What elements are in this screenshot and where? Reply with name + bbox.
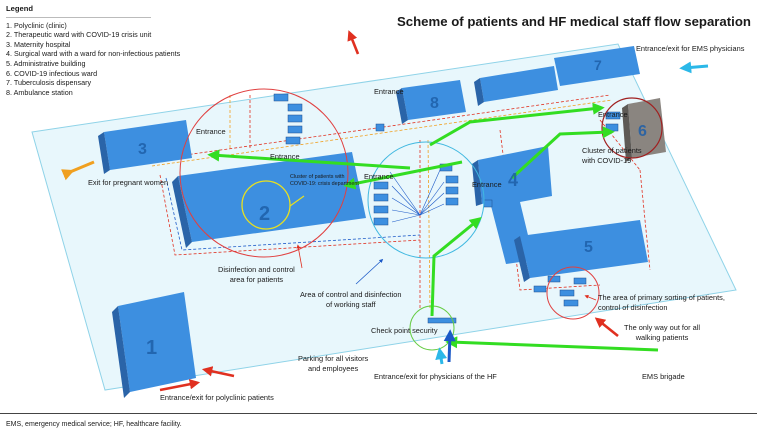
diagram-title: Scheme of patients and HF medical staff … — [397, 14, 751, 29]
footnote: EMS, emergency medical service; HF, heal… — [6, 421, 182, 428]
covid-cluster-circle — [601, 97, 663, 159]
building-number-1: 1 — [146, 337, 157, 359]
legend-item: 3. Maternity hospital — [6, 39, 71, 49]
label-entrance-6: Entrance — [598, 110, 628, 119]
label-staff-area-line1: Area of control and disinfection — [300, 290, 402, 299]
label-cluster-crisis: Cluster of patients with COVID-19: crisi… — [290, 174, 359, 188]
label-entrance-polyclinic: Entrance/exit for polyclinic patients — [160, 393, 274, 402]
building-4 — [472, 146, 552, 264]
legend-item: 4. Surgical ward with a ward for non-inf… — [6, 49, 181, 59]
label-disinfection-line2: area for patients — [229, 274, 284, 284]
green-flows — [207, 102, 659, 352]
building-number-4: 4 — [508, 170, 518, 190]
legend-item: 5. Administrative building — [6, 58, 86, 68]
building-2 — [172, 152, 366, 248]
label-cluster-crisis-line1: Cluster of patients with — [290, 174, 345, 180]
legend-item: 2. Therapeutic ward with COVID-19 crisis… — [6, 30, 152, 40]
label-only-way-out: The only way out for all walking patient… — [624, 323, 700, 342]
legend-item: 1. Polyclinic (clinic) — [6, 20, 67, 30]
label-primary-sorting-line2: control of disinfection — [598, 302, 668, 312]
legend-item: 6. COVID-19 infectious ward — [6, 68, 98, 78]
footnote-divider — [0, 413, 757, 414]
label-entrance-mid: Entrance — [270, 152, 300, 161]
label-checkpoint: Check point security — [371, 326, 438, 335]
primary-sorting-circle — [546, 266, 600, 320]
site-ground — [31, 43, 737, 391]
label-only-way-line1: The only way out for all — [624, 323, 700, 332]
label-parking-line1: Parking for all visitors — [298, 354, 369, 363]
label-cluster-covid: Cluster of patients with COVID-19 — [582, 146, 642, 165]
legend-title: Legend — [6, 4, 34, 13]
label-ems-brigade: EMS brigade — [642, 372, 685, 381]
label-staff-area-line2: of working staff — [325, 299, 376, 309]
label-entrance-top: Entrance — [374, 87, 404, 96]
building-1 — [112, 292, 196, 398]
disinfection-area-circle — [179, 88, 349, 258]
label-cluster-covid-line1: Cluster of patients — [582, 146, 642, 155]
label-entrance-left: Entrance — [196, 127, 226, 136]
building-7 — [474, 46, 640, 106]
label-entrance-exit-ems: Entrance/exit for EMS physicians — [636, 44, 745, 53]
legend: Legend 1. Polyclinic (clinic) 2. Therape… — [6, 4, 180, 97]
red-flow-arrows — [159, 30, 619, 392]
building-5 — [514, 220, 648, 282]
label-primary-sorting: The area of primary sorting of patients,… — [598, 293, 725, 312]
label-cluster-covid-line2: with COVID-19 — [582, 155, 632, 165]
building-number-5: 5 — [584, 239, 593, 256]
pointer-arrows — [289, 195, 597, 301]
building-number-3: 3 — [138, 141, 147, 158]
label-entrance-hf: Entrance/exit for physicians of the HF — [374, 372, 497, 381]
building-6 — [622, 98, 666, 162]
label-parking: Parking for all visitors and employees — [298, 354, 368, 373]
label-staff-area: Area of control and disinfection of work… — [300, 290, 401, 309]
staff-area-circle — [367, 141, 485, 259]
legend-item: 8. Ambulance station — [6, 87, 73, 97]
label-exit-pregnant: Exit for pregnant women — [88, 178, 169, 187]
label-only-way-line2: walking patients — [635, 332, 689, 342]
label-entrance-4: Entrance — [472, 180, 502, 189]
building-number-7: 7 — [594, 57, 602, 73]
building-number-6: 6 — [638, 123, 647, 140]
label-cluster-crisis-line2: COVID-19: crisis department — [290, 181, 359, 187]
legend-divider — [6, 17, 151, 18]
label-parking-line2: and employees — [308, 363, 359, 373]
building-3 — [98, 120, 192, 174]
label-disinfection-line1: Disinfection and control — [218, 265, 295, 274]
label-primary-sorting-line1: The area of primary sorting of patients, — [598, 293, 725, 302]
label-disinfection-area: Disinfection and control area for patien… — [218, 265, 295, 284]
building-number-8: 8 — [430, 95, 439, 112]
building-8 — [396, 80, 466, 124]
building-number-2: 2 — [259, 203, 270, 225]
staff-flow-fan — [389, 169, 445, 223]
crisis-cluster-circle — [241, 180, 291, 230]
label-entrance-center: Entrance — [364, 172, 394, 181]
legend-item: 7. Tuberculosis dispensary — [6, 78, 92, 88]
blue-flow-arrows — [61, 61, 709, 365]
